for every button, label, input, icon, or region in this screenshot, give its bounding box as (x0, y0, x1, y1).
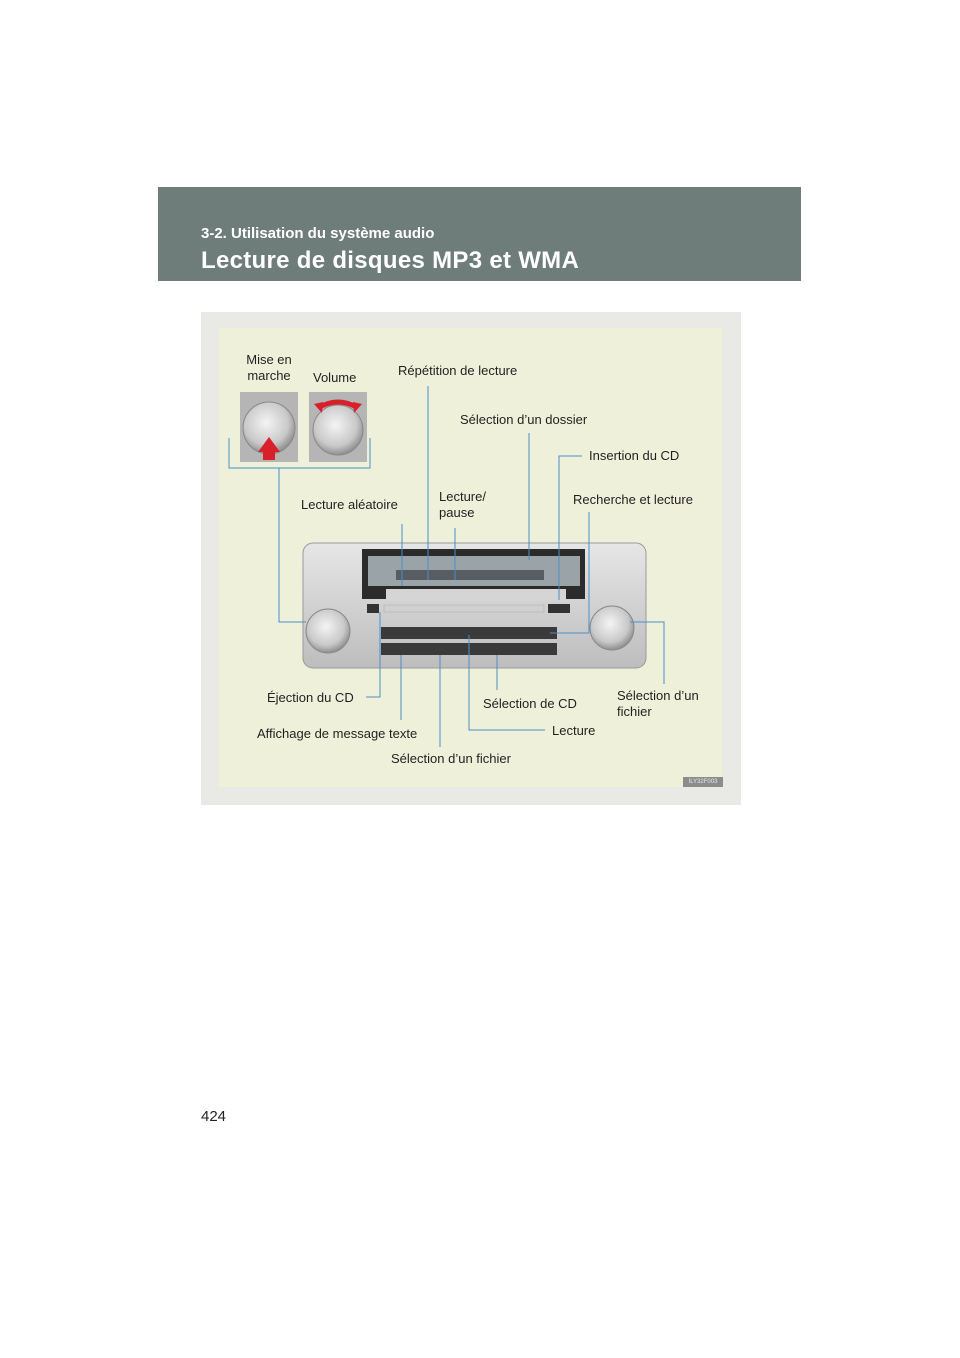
page-number: 424 (201, 1108, 227, 1125)
red-arrow-icon (258, 437, 280, 460)
label-eject: Éjection du CD (267, 690, 354, 705)
page-title: Lecture de disques MP3 et WMA (201, 247, 580, 274)
radio-head-unit (302, 542, 647, 669)
label-repeat: Répétition de lecture (398, 363, 518, 378)
label-file-select-right: Sélection d’un fichier (617, 688, 699, 719)
label-play: Lecture (552, 723, 596, 738)
section-label: 3-2. Utilisation du système audio (201, 225, 435, 242)
label-cd-select: Sélection de CD (483, 696, 577, 711)
label-play-pause: Lecture/ pause (439, 489, 486, 520)
label-cd-insert: Insertion du CD (589, 448, 680, 463)
label-power: Mise en marche (246, 352, 292, 383)
section-header: 3-2. Utilisation du système audio Lectur… (158, 187, 801, 281)
label-text-display: Affichage de message texte (257, 726, 418, 741)
label-volume: Volume (313, 370, 357, 385)
leader-lines (278, 386, 665, 747)
label-random: Lecture aléatoire (301, 497, 398, 512)
figure-code: ILY32F003 (683, 777, 723, 787)
label-file-select-bottom: Sélection d’un fichier (391, 751, 511, 766)
zoom-volume-knob (309, 392, 367, 462)
label-folder-select: Sélection d’un dossier (460, 412, 588, 427)
label-scan: Recherche et lecture (573, 492, 693, 507)
zoom-power-knob (240, 392, 298, 462)
